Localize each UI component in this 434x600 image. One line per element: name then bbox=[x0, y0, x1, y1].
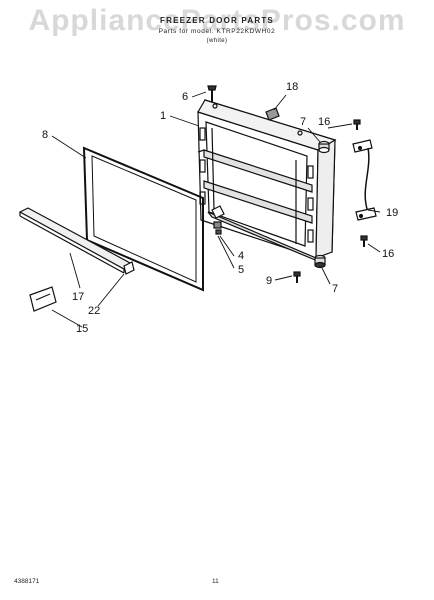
label-plate-part bbox=[29, 286, 57, 312]
door-stop-part bbox=[265, 107, 280, 121]
callout-15: 15 bbox=[76, 323, 88, 335]
hinge-hardware-part bbox=[211, 205, 225, 235]
callout-16-top: 16 bbox=[318, 116, 330, 128]
screw-part-16-bottom bbox=[360, 235, 368, 247]
bottom-bushing-part bbox=[314, 254, 326, 269]
callout-9: 9 bbox=[266, 275, 272, 287]
callout-7-top: 7 bbox=[300, 116, 306, 128]
callout-5: 5 bbox=[238, 264, 244, 276]
cable-assembly-part bbox=[352, 139, 377, 221]
callout-18: 18 bbox=[286, 81, 298, 93]
model-line: Parts for model: KTRP22KDWH02 bbox=[158, 28, 276, 35]
door-gasket-part bbox=[82, 146, 204, 292]
callout-1: 1 bbox=[160, 110, 166, 122]
document-number: 4388171 bbox=[14, 578, 40, 585]
callout-19: 19 bbox=[386, 207, 398, 219]
callout-16-bottom: 16 bbox=[382, 248, 394, 260]
callout-6: 6 bbox=[182, 91, 188, 103]
callout-labels: 1 4 5 6 7 7 8 9 15 16 16 17 18 19 22 bbox=[42, 81, 398, 335]
door-liner-part bbox=[197, 99, 337, 263]
top-bushing-part bbox=[318, 140, 330, 154]
watermark: AppliancePartsPros.com bbox=[28, 4, 406, 37]
leader-lines bbox=[51, 91, 381, 328]
screw-part-9 bbox=[293, 271, 301, 283]
handle-trim-part bbox=[18, 207, 134, 274]
callout-4: 4 bbox=[238, 250, 244, 262]
callout-7-bottom: 7 bbox=[332, 283, 338, 295]
screw-part-16-top bbox=[353, 119, 361, 130]
page-number: 11 bbox=[212, 578, 219, 585]
callout-17: 17 bbox=[72, 291, 84, 303]
callout-22: 22 bbox=[88, 305, 100, 317]
color-note: (white) bbox=[206, 38, 228, 44]
screw-part-6 bbox=[207, 85, 217, 102]
diagram-title: FREEZER DOOR PARTS bbox=[160, 16, 274, 25]
callout-8: 8 bbox=[42, 129, 48, 141]
end-cap-part bbox=[123, 261, 135, 275]
